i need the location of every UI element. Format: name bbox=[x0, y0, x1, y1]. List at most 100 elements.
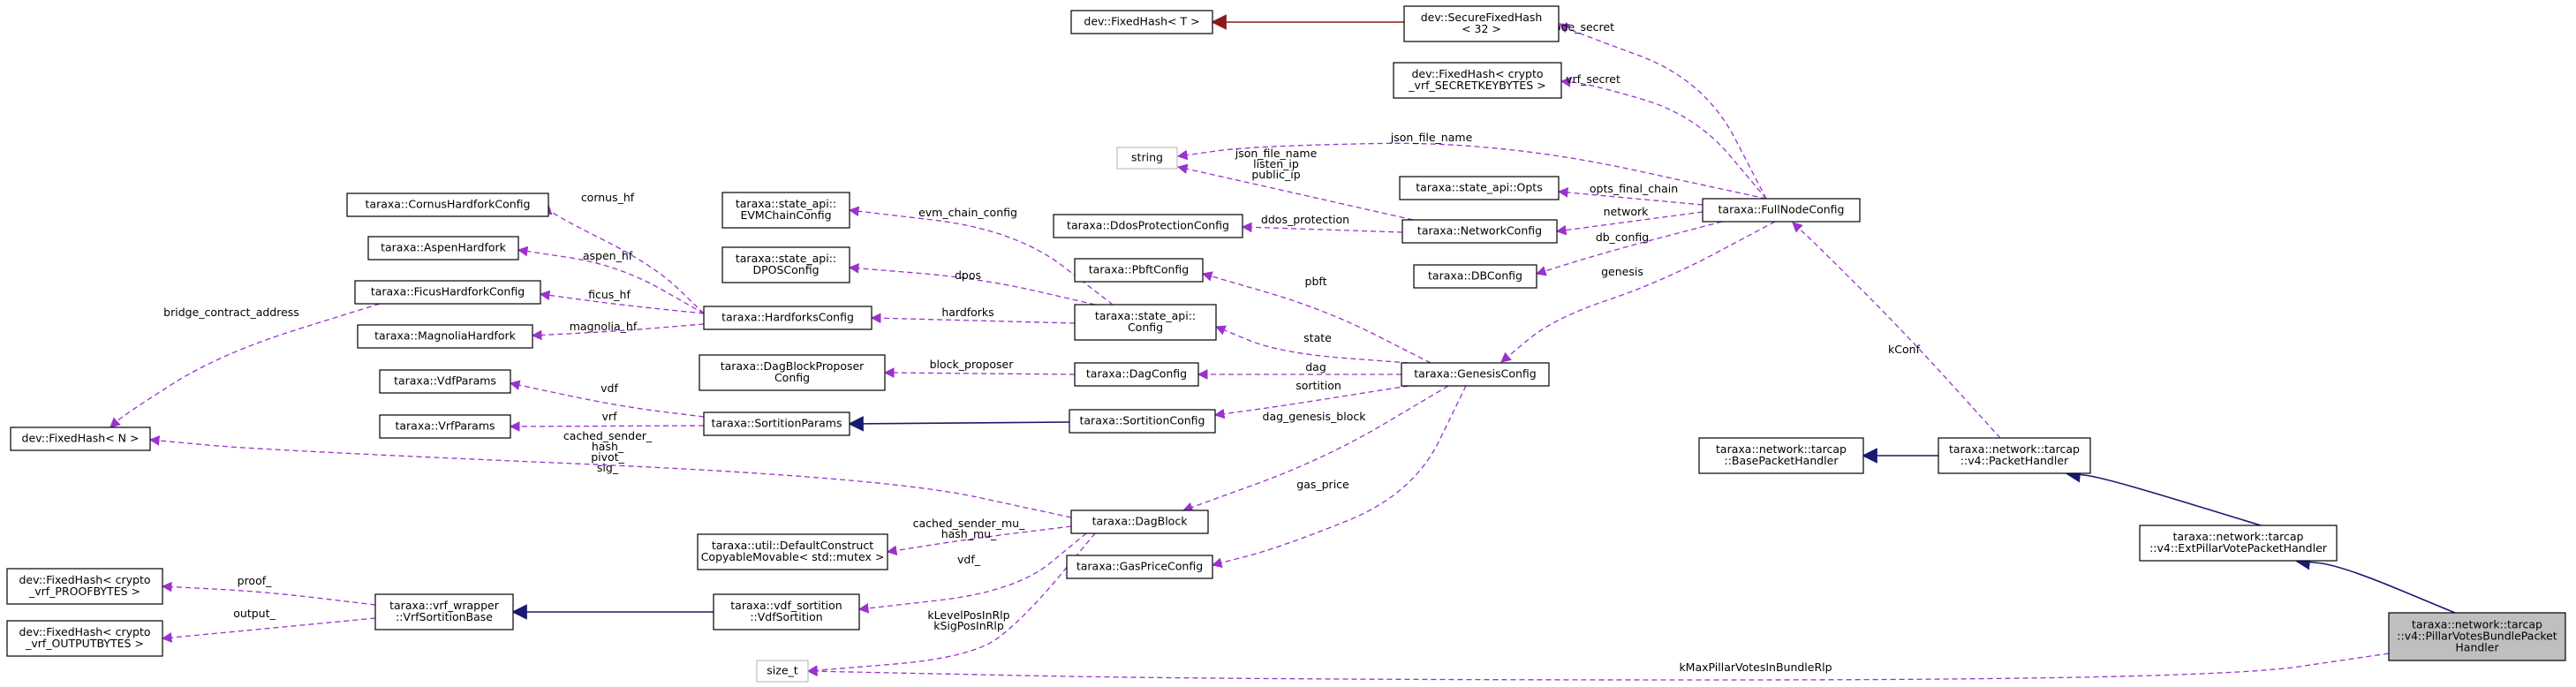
node-sizet[interactable]: size_t bbox=[756, 660, 809, 683]
edge-fullnodeconfig-to-fixedhash_vrfsecret: vrf_secret bbox=[1560, 72, 1767, 200]
edge-label: ficus_hf bbox=[588, 288, 631, 301]
edge-line bbox=[806, 653, 2390, 681]
edge-label: db_config bbox=[1596, 230, 1649, 244]
node-label: taraxa::HardforksConfig bbox=[721, 311, 854, 324]
node-networkconfig[interactable]: taraxa::NetworkConfig bbox=[1401, 219, 1558, 244]
node-label: < 32 > bbox=[1462, 22, 1501, 35]
node-fixedhash_proof[interactable]: dev::FixedHash< crypto_vrf_PROOFBYTES > bbox=[6, 568, 163, 605]
node-opts[interactable]: taraxa::state_api::Opts bbox=[1399, 176, 1560, 200]
node-cornus[interactable]: taraxa::CornusHardforkConfig bbox=[346, 193, 549, 217]
edge-vrfbase-to-fixedhash_proof: proof_ bbox=[161, 574, 376, 606]
edge-fullnodeconfig-to-opts: opts_final_chain bbox=[1557, 182, 1703, 206]
edge-label: kSigPosInRlp bbox=[933, 619, 1004, 632]
node-label: taraxa::VdfParams bbox=[394, 374, 496, 388]
node-dbconfig[interactable]: taraxa::DBConfig bbox=[1413, 264, 1537, 289]
node-gasprice[interactable]: taraxa::GasPriceConfig bbox=[1066, 555, 1213, 579]
node-aspen[interactable]: taraxa::AspenHardfork bbox=[367, 236, 519, 260]
node-ddos[interactable]: taraxa::DdosProtectionConfig bbox=[1053, 214, 1243, 238]
node-box bbox=[1074, 304, 1217, 341]
edge-label: dpos bbox=[955, 268, 981, 282]
edge-hardforks-to-ficus: ficus_hf bbox=[539, 288, 705, 314]
node-stateconfig[interactable]: taraxa::state_api::Config bbox=[1074, 304, 1217, 341]
edge-label: cached_sender_mu_ bbox=[913, 517, 1025, 530]
node-genesis[interactable]: taraxa::GenesisConfig bbox=[1401, 362, 1550, 387]
edge-line bbox=[1558, 23, 1767, 200]
node-packethandler[interactable]: taraxa::network::tarcap::v4::PacketHandl… bbox=[1938, 437, 2091, 474]
node-box bbox=[697, 533, 888, 570]
edge-stateconfig-to-hardforks: hardforks bbox=[870, 306, 1076, 324]
edge-line bbox=[2065, 466, 2262, 526]
node-label: taraxa::DagConfig bbox=[1086, 367, 1187, 381]
node-box bbox=[1069, 409, 1216, 434]
node-label: Handler bbox=[2455, 641, 2499, 654]
node-focus[interactable]: taraxa::network::tarcap::v4::PillarVotes… bbox=[2388, 612, 2566, 661]
node-sortconfig[interactable]: taraxa::SortitionConfig bbox=[1069, 409, 1216, 434]
node-extpillar[interactable]: taraxa::network::tarcap::v4::ExtPillarVo… bbox=[2139, 525, 2338, 562]
node-label: string bbox=[1131, 151, 1163, 164]
edge-label: kLevelPosInRlp bbox=[927, 608, 1009, 622]
node-string[interactable]: string bbox=[1116, 147, 1178, 170]
edge-genesis-to-pbft: pbft bbox=[1201, 271, 1432, 364]
node-magnolia[interactable]: taraxa::MagnoliaHardfork bbox=[357, 324, 533, 349]
node-fixedhash_t[interactable]: dev::FixedHash< T > bbox=[1070, 10, 1213, 34]
node-vrfbase[interactable]: taraxa::vrf_wrapper::VrfSortitionBase bbox=[374, 593, 514, 630]
node-box bbox=[1413, 264, 1537, 289]
node-box bbox=[699, 354, 886, 391]
node-basepacket[interactable]: taraxa::network::tarcap::BasePacketHandl… bbox=[1698, 437, 1864, 474]
node-defaultconstruct[interactable]: taraxa::util::DefaultConstructCopyableMo… bbox=[697, 533, 888, 570]
node-evmchain[interactable]: taraxa::state_api::EVMChainConfig bbox=[721, 192, 850, 229]
edge-sortconfig-to-sortparams bbox=[848, 416, 1070, 432]
node-vdfsortition[interactable]: taraxa::vdf_sortition::VdfSortition bbox=[713, 593, 860, 630]
node-box bbox=[379, 414, 511, 439]
edge-fullnodeconfig-to-securefixedhash: node_secret bbox=[1547, 20, 1767, 200]
node-fullnodeconfig[interactable]: taraxa::FullNodeConfig bbox=[1702, 198, 1861, 223]
edge-extpillar-to-packethandler bbox=[2065, 466, 2262, 526]
edge-label: json_file_name bbox=[1235, 147, 1318, 160]
edge-line bbox=[848, 206, 1114, 306]
edge-label: cached_sender_ bbox=[563, 429, 653, 442]
node-box bbox=[1399, 176, 1560, 200]
node-pbft[interactable]: taraxa::PbftConfig bbox=[1074, 258, 1204, 283]
edge-hardforks-to-magnolia: magnolia_hf bbox=[531, 320, 705, 341]
edge-genesis-to-gasprice: gas_price bbox=[1211, 385, 1467, 569]
node-box bbox=[2388, 612, 2566, 661]
node-vrfparams[interactable]: taraxa::VrfParams bbox=[379, 414, 511, 439]
edge-line bbox=[870, 313, 1076, 324]
edge-label: hash_ bbox=[592, 440, 624, 453]
node-fixedhash_n[interactable]: dev::FixedHash< N > bbox=[10, 427, 151, 451]
node-fixedhash_output[interactable]: dev::FixedHash< crypto_vrf_OUTPUTBYTES > bbox=[6, 620, 163, 657]
node-securefixedhash[interactable]: dev::SecureFixedHash< 32 > bbox=[1403, 5, 1560, 42]
edge-line bbox=[806, 532, 1096, 676]
node-hardforks[interactable]: taraxa::HardforksConfig bbox=[703, 306, 873, 330]
node-vdfparams[interactable]: taraxa::VdfParams bbox=[379, 369, 511, 394]
node-box bbox=[1053, 214, 1243, 238]
node-dagblock[interactable]: taraxa::DagBlock bbox=[1070, 510, 1209, 534]
node-sortparams[interactable]: taraxa::SortitionParams bbox=[703, 411, 850, 436]
node-label: dev::FixedHash< crypto bbox=[19, 573, 151, 586]
node-box bbox=[2139, 525, 2338, 562]
node-box bbox=[1070, 10, 1213, 34]
edge-label: state bbox=[1303, 331, 1332, 344]
edge-label: network bbox=[1604, 205, 1650, 218]
edge-label: dag_genesis_block bbox=[1263, 410, 1367, 423]
edge-line bbox=[1211, 385, 1467, 569]
node-dagconfig[interactable]: taraxa::DagConfig bbox=[1074, 362, 1199, 387]
node-fixedhash_vrfsecret[interactable]: dev::FixedHash< crypto_vrf_SECRETKEYBYTE… bbox=[1393, 62, 1562, 99]
node-label: dev::FixedHash< crypto bbox=[19, 625, 151, 638]
node-label: ::v4::PillarVotesBundlePacket bbox=[2397, 630, 2557, 643]
node-dposconfig[interactable]: taraxa::state_api::DPOSConfig bbox=[721, 246, 850, 283]
edge-genesis-to-sortconfig: sortition bbox=[1213, 379, 1409, 419]
edge-label: public_ip bbox=[1251, 168, 1300, 181]
node-box bbox=[1074, 258, 1204, 283]
edge-label: proof_ bbox=[238, 574, 272, 587]
edge-ficus-to-fixedhash_n: bridge_contract_address bbox=[110, 303, 381, 428]
edge-genesis-to-dagconfig: dag bbox=[1197, 360, 1401, 380]
edge-label: hash_mu_ bbox=[941, 527, 997, 540]
edge-label: vrf bbox=[602, 410, 618, 423]
edge-fullnodeconfig-to-dbconfig: db_config bbox=[1535, 221, 1723, 276]
node-ficus[interactable]: taraxa::FicusHardforkConfig bbox=[354, 280, 541, 305]
node-box bbox=[346, 193, 549, 217]
edge-focus-to-sizet: kMaxPillarVotesInBundleRlp bbox=[806, 653, 2390, 681]
